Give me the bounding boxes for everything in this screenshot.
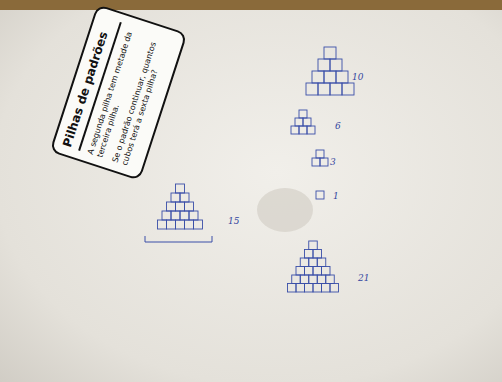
- cube: [171, 211, 180, 220]
- cube: [305, 250, 314, 259]
- cube: [303, 118, 311, 126]
- cube: [313, 267, 322, 276]
- cube: [292, 275, 301, 284]
- cube: [326, 275, 335, 284]
- cube: [305, 267, 314, 276]
- cube: [185, 220, 194, 229]
- cube: [176, 220, 185, 229]
- cube: [306, 83, 318, 95]
- cube: [296, 284, 305, 293]
- cube: [299, 110, 307, 118]
- cube: [194, 220, 203, 229]
- cube: [317, 258, 326, 267]
- cube: [322, 267, 331, 276]
- cube-count: 1: [333, 191, 339, 201]
- cube: [330, 59, 342, 71]
- cube: [309, 241, 318, 250]
- cube: [309, 258, 318, 267]
- cube: [324, 71, 336, 83]
- cube: [296, 267, 305, 276]
- cube: [312, 71, 324, 83]
- cube-count: 3: [330, 157, 336, 167]
- cube: [313, 250, 322, 259]
- cube: [342, 83, 354, 95]
- cube-count: 10: [352, 72, 363, 82]
- cube: [300, 258, 309, 267]
- cube: [317, 275, 326, 284]
- cube: [167, 220, 176, 229]
- cube: [185, 202, 194, 211]
- cube-count: 6: [335, 121, 341, 131]
- cube: [313, 284, 322, 293]
- cube: [180, 193, 189, 202]
- cube: [162, 211, 171, 220]
- cube: [295, 118, 303, 126]
- cube: [291, 126, 299, 134]
- cube: [330, 284, 339, 293]
- cube-count: 21: [358, 273, 369, 283]
- cube-count: 15: [228, 216, 239, 226]
- cube: [318, 59, 330, 71]
- cube: [300, 275, 309, 284]
- cube: [307, 126, 315, 134]
- cube: [167, 202, 176, 211]
- cube: [176, 202, 185, 211]
- cube: [176, 184, 185, 193]
- cube: [171, 193, 180, 202]
- paper-stain: [257, 188, 313, 232]
- cube: [316, 150, 324, 158]
- cube-stacks: [158, 47, 355, 292]
- cube: [336, 71, 348, 83]
- cube: [312, 158, 320, 166]
- cube: [305, 284, 314, 293]
- cube: [189, 211, 198, 220]
- table-edge: [0, 0, 502, 10]
- base-bracket: [145, 236, 212, 242]
- cube: [288, 284, 297, 293]
- cube: [316, 191, 324, 199]
- cube: [320, 158, 328, 166]
- cube: [299, 126, 307, 134]
- cube: [309, 275, 318, 284]
- cube: [318, 83, 330, 95]
- cube: [158, 220, 167, 229]
- cube: [180, 211, 189, 220]
- cube: [324, 47, 336, 59]
- cube: [322, 284, 331, 293]
- cube: [330, 83, 342, 95]
